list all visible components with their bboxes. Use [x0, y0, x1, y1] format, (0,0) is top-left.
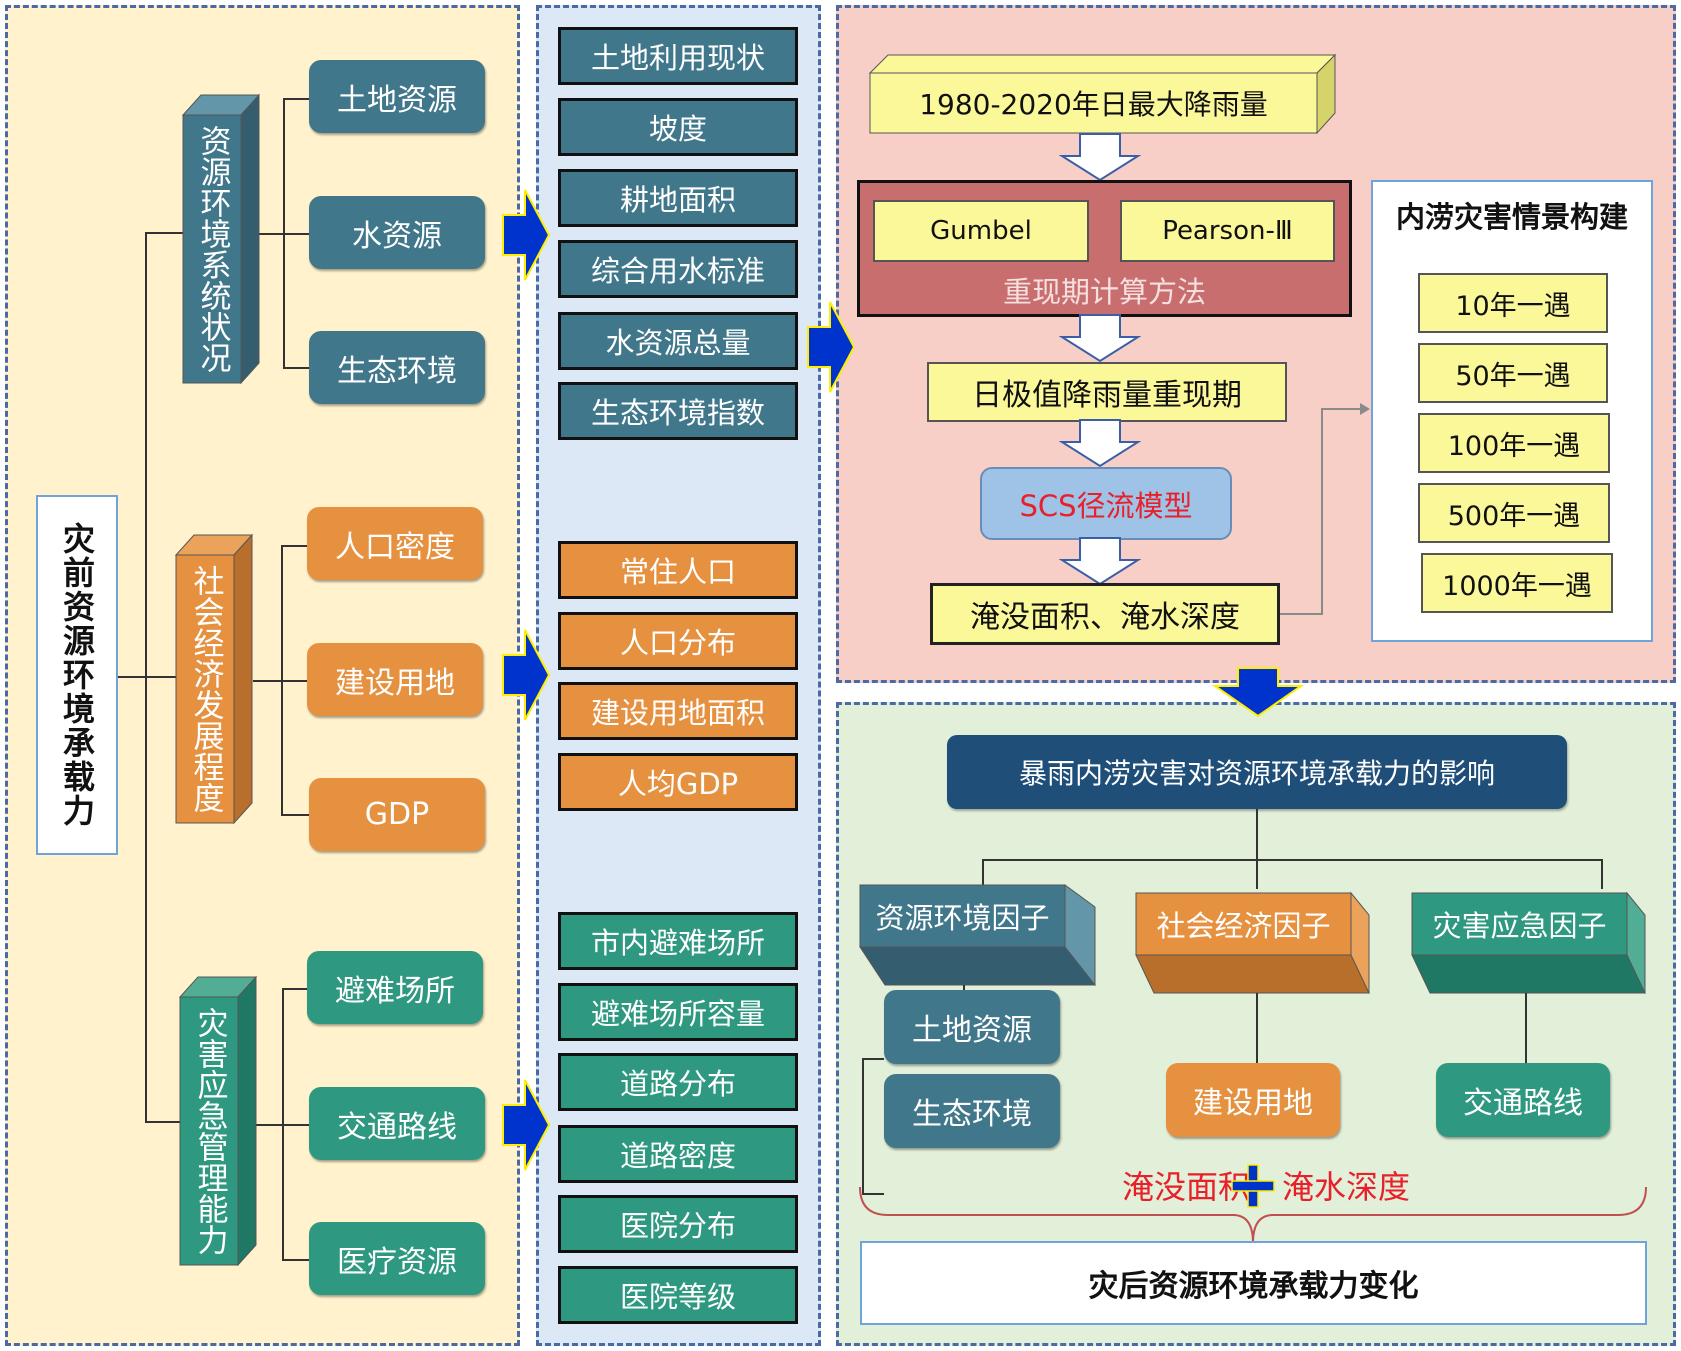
indicator-road-density: 道路密度 [558, 1125, 798, 1183]
connector [255, 1124, 310, 1126]
arrow-right-icon [502, 1079, 551, 1171]
connector [283, 367, 311, 369]
indicator-farmland: 耕地面积 [558, 169, 798, 227]
connector [118, 676, 178, 678]
scenario-100yr: 100年一遇 [1418, 413, 1610, 473]
rainfall-input-box [868, 53, 1337, 135]
scenario-connector [1280, 403, 1370, 615]
connector [1256, 993, 1258, 1063]
indicator-resident-population: 常住人口 [558, 541, 798, 599]
impact-title-box: 暴雨内涝灾害对资源环境承载力的影响 [947, 735, 1567, 809]
scenario-10yr: 10年一遇 [1418, 273, 1608, 333]
connector [1601, 859, 1603, 889]
scenario-50yr: 50年一遇 [1418, 343, 1608, 403]
node-population-density: 人口密度 [307, 507, 483, 580]
brace-icon [859, 1186, 1647, 1244]
node-water-resource: 水资源 [309, 196, 485, 269]
connector [862, 1193, 884, 1195]
connector [145, 232, 185, 234]
connector [862, 1058, 864, 1194]
node-shelter: 避难场所 [307, 951, 483, 1024]
node-ecology: 生态环境 [309, 331, 485, 404]
combine-area-label: 淹没面积 [1121, 1168, 1250, 1206]
arrow-right-icon [502, 189, 551, 281]
scs-model-box: SCS径流模型 [980, 467, 1232, 540]
connector [282, 1259, 310, 1261]
node-medical: 医疗资源 [309, 1222, 485, 1295]
factor-resource-label: 资源环境因子 [875, 901, 1050, 935]
inundation-output-box: 淹没面积、淹水深度 [930, 583, 1280, 645]
indicator-road-distribution: 道路分布 [558, 1053, 798, 1111]
connector [1256, 809, 1258, 889]
indicator-shelters: 市内避难场所 [558, 912, 798, 970]
node-traffic-route: 交通路线 [309, 1087, 485, 1160]
connector [283, 98, 311, 100]
factor-resource-box [859, 884, 1097, 986]
scenario-title: 内涝灾害情景构建 [1395, 200, 1628, 234]
connector [281, 545, 309, 547]
pillar-label: 资源环境系统状况 [194, 125, 231, 373]
combine-depth-label: 淹水深度 [1282, 1168, 1411, 1206]
pillar-socio-economic [174, 533, 254, 825]
indicator-construction-area: 建设用地面积 [558, 682, 798, 740]
arrow-down-icon [1058, 419, 1142, 468]
indicator-panel [536, 5, 821, 1346]
connector [982, 859, 1602, 861]
arrow-down-icon [1058, 133, 1142, 182]
impact-construction-land: 建设用地 [1166, 1063, 1340, 1137]
indicator-hospital-level: 医院等级 [558, 1266, 798, 1324]
factor-socio-label: 社会经济因子 [1156, 909, 1331, 943]
node-gdp: GDP [309, 778, 485, 851]
factor-emergency-box [1411, 891, 1646, 995]
methods-title: 重现期计算方法 [1002, 275, 1206, 309]
connector [253, 680, 309, 682]
indicator-ecology-index: 生态环境指数 [558, 382, 798, 440]
node-construction-land: 建设用地 [307, 643, 483, 716]
rainfall-input-label: 1980-2020年日最大降雨量 [919, 88, 1268, 121]
connector [982, 859, 984, 889]
method-pearson: Pearson-Ⅲ [1120, 200, 1335, 262]
connector [282, 988, 310, 990]
node-land-resource: 土地资源 [309, 60, 485, 133]
connector [281, 814, 309, 816]
factor-emergency-label: 灾害应急因子 [1432, 909, 1607, 943]
impact-traffic-route: 交通路线 [1436, 1063, 1610, 1137]
arrow-right-icon [502, 629, 551, 721]
pillar-emergency [178, 975, 258, 1267]
plus-icon [1231, 1164, 1275, 1208]
scenario-1000yr: 1000年一遇 [1421, 553, 1613, 613]
indicator-hospital-distribution: 医院分布 [558, 1195, 798, 1253]
scenario-500yr: 500年一遇 [1418, 483, 1610, 543]
result-box: 灾后资源环境承载力变化 [860, 1241, 1647, 1325]
indicator-water-total: 水资源总量 [558, 312, 798, 370]
indicator-water-standard: 综合用水标准 [558, 240, 798, 298]
indicator-land-use: 土地利用现状 [558, 27, 798, 85]
indicator-gdp-per-capita: 人均GDP [558, 753, 798, 811]
connector [145, 1121, 185, 1123]
indicator-population-distribution: 人口分布 [558, 612, 798, 670]
arrow-right-icon [807, 301, 856, 393]
indicator-shelter-capacity: 避难场所容量 [558, 983, 798, 1041]
connector [258, 233, 311, 235]
pillar-label: 社会经济发展程度 [187, 565, 224, 813]
return-period-box: 日极值降雨量重现期 [927, 362, 1287, 422]
connector [1525, 993, 1527, 1063]
pillar-label: 灾害应急管理能力 [191, 1007, 228, 1255]
connector [862, 1058, 884, 1060]
root-node: 灾前资源环境承载力 [36, 495, 118, 855]
factor-socio-box [1135, 891, 1370, 995]
impact-land-resource: 土地资源 [884, 990, 1060, 1064]
arrow-down-icon [1211, 667, 1305, 718]
pillar-resource-environment [181, 93, 261, 385]
method-gumbel: Gumbel [873, 200, 1089, 262]
root-label: 灾前资源环境承载力 [58, 522, 96, 828]
arrow-down-icon [1058, 314, 1142, 363]
arrow-down-icon [1058, 537, 1142, 586]
impact-ecology: 生态环境 [884, 1074, 1060, 1148]
indicator-slope: 坡度 [558, 98, 798, 156]
